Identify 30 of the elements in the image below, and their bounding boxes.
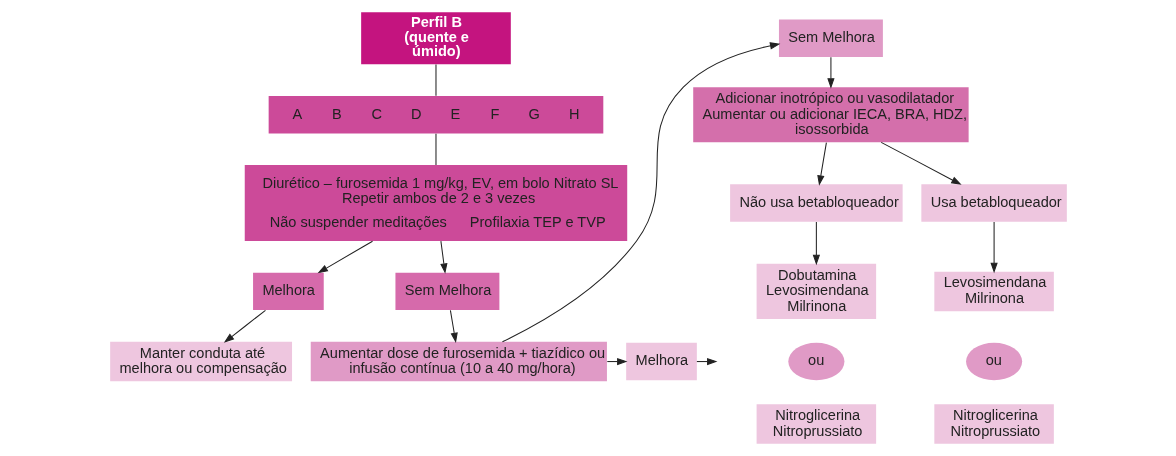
node-box: Diurético – furosemida 1 mg/kg, EV, em bolo Nitrato SL Repetir ambos de 2 e 3 vezes Não suspender meditações Profilaxia TEP e TVP [244,165,627,241]
node-box: Aumentar dose de furosemida + tiazídico ou infusão contínua (10 a 40 mg/hora) [310,341,607,382]
node-box: A B C D E F G H [268,96,603,134]
arrow [816,142,827,186]
node-box: Sem Melhora [394,272,499,311]
arrow [812,221,820,266]
node-box: Melhora [252,272,324,311]
node-box: Melhora [625,342,697,381]
node-box: Sem Melhora [778,19,883,58]
node-box: Perfil B (quente e úmido) [360,12,511,65]
arrow [223,309,266,343]
node-box: Nitroglicerina Nitroprussiato [933,404,1054,444]
arrow [449,309,458,344]
arrow [880,141,962,185]
arrow [439,240,447,274]
node-box: Não usa betabloqueador [729,184,903,222]
arrow [501,42,780,343]
node-box: Usa betabloqueador [920,184,1067,222]
arrow [317,240,373,274]
node-box: Manter conduta até melhora ou compensação [109,341,292,382]
arrow [695,357,717,366]
node-box: Dobutamina Levosimendana Milrinona [756,263,876,319]
node-box: Nitroglicerina Nitroprussiato [756,404,876,444]
arrow [606,357,627,366]
arrow [989,221,998,274]
node-ellipse: ou [787,342,844,381]
node-ellipse: ou [965,342,1022,381]
arrow [826,56,835,89]
node-box: Adicionar inotrópico ou vasodilatador Aumentar ou adicionar IECA, BRA, HDZ, isossorbida [692,87,969,143]
node-box: Levosimendana Milrinona [933,271,1054,312]
